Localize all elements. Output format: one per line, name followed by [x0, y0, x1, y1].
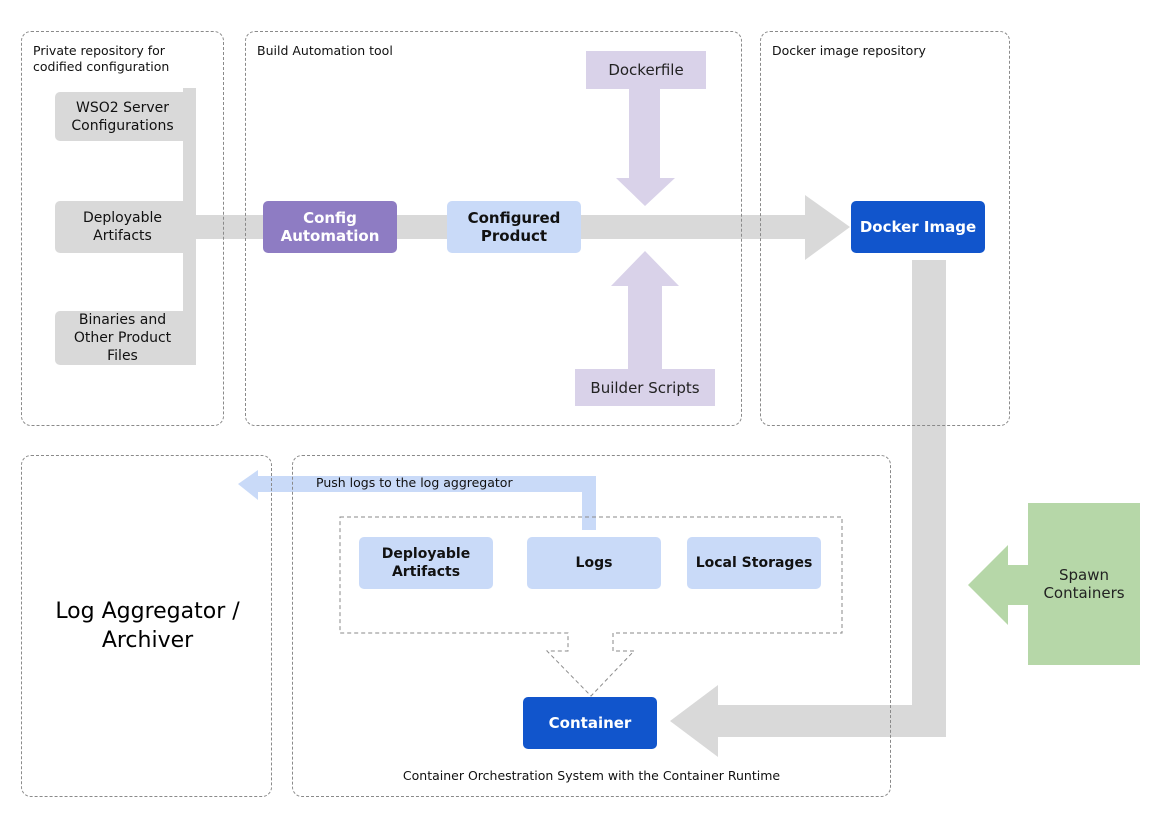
container: Container [523, 697, 657, 749]
image-to-container-arrow [670, 260, 946, 757]
zone-build-tool [245, 31, 742, 426]
zone-docker-repo-label: Docker image repository [772, 43, 926, 58]
zone-private-repo [21, 31, 224, 426]
push-logs-arrow [238, 470, 596, 530]
local-storages: Local Storages [687, 537, 821, 589]
zone-orchestration [292, 455, 891, 797]
dockerfile-down-arrow [616, 88, 675, 206]
dockerfile: Dockerfile [586, 51, 706, 89]
deployable-artifacts-source: Deployable Artifacts [55, 201, 190, 253]
wso2-server-configurations: WSO2 Server Configurations [55, 92, 190, 141]
binaries-and-product-files: Binaries and Other Product Files [55, 311, 190, 365]
builder-scripts: Builder Scripts [575, 369, 715, 406]
log-aggregator-archiver: Log Aggregator / Archiver [55, 599, 240, 653]
logs: Logs [527, 537, 661, 589]
spawn-containers: Spawn Containers [1028, 503, 1140, 665]
zone-docker-repo [760, 31, 1010, 426]
deployable-artifacts-container: Deployable Artifacts [359, 537, 493, 589]
push-logs-label: Push logs to the log aggregator [316, 475, 513, 490]
zone-private-repo-label: Private repository for codified configur… [33, 43, 170, 74]
config-automation: Config Automation [263, 201, 397, 253]
docker-image: Docker Image [851, 201, 985, 253]
zone-orchestration-label: Container Orchestration System with the … [402, 768, 781, 783]
container-contents-outline [339, 516, 843, 697]
configured-product: Configured Product [447, 201, 581, 253]
builder-scripts-up-arrow [611, 251, 679, 370]
zone-build-tool-label: Build Automation tool [257, 43, 393, 58]
zone-log-aggregator [21, 455, 272, 797]
spawn-arrow-head [968, 545, 1030, 625]
